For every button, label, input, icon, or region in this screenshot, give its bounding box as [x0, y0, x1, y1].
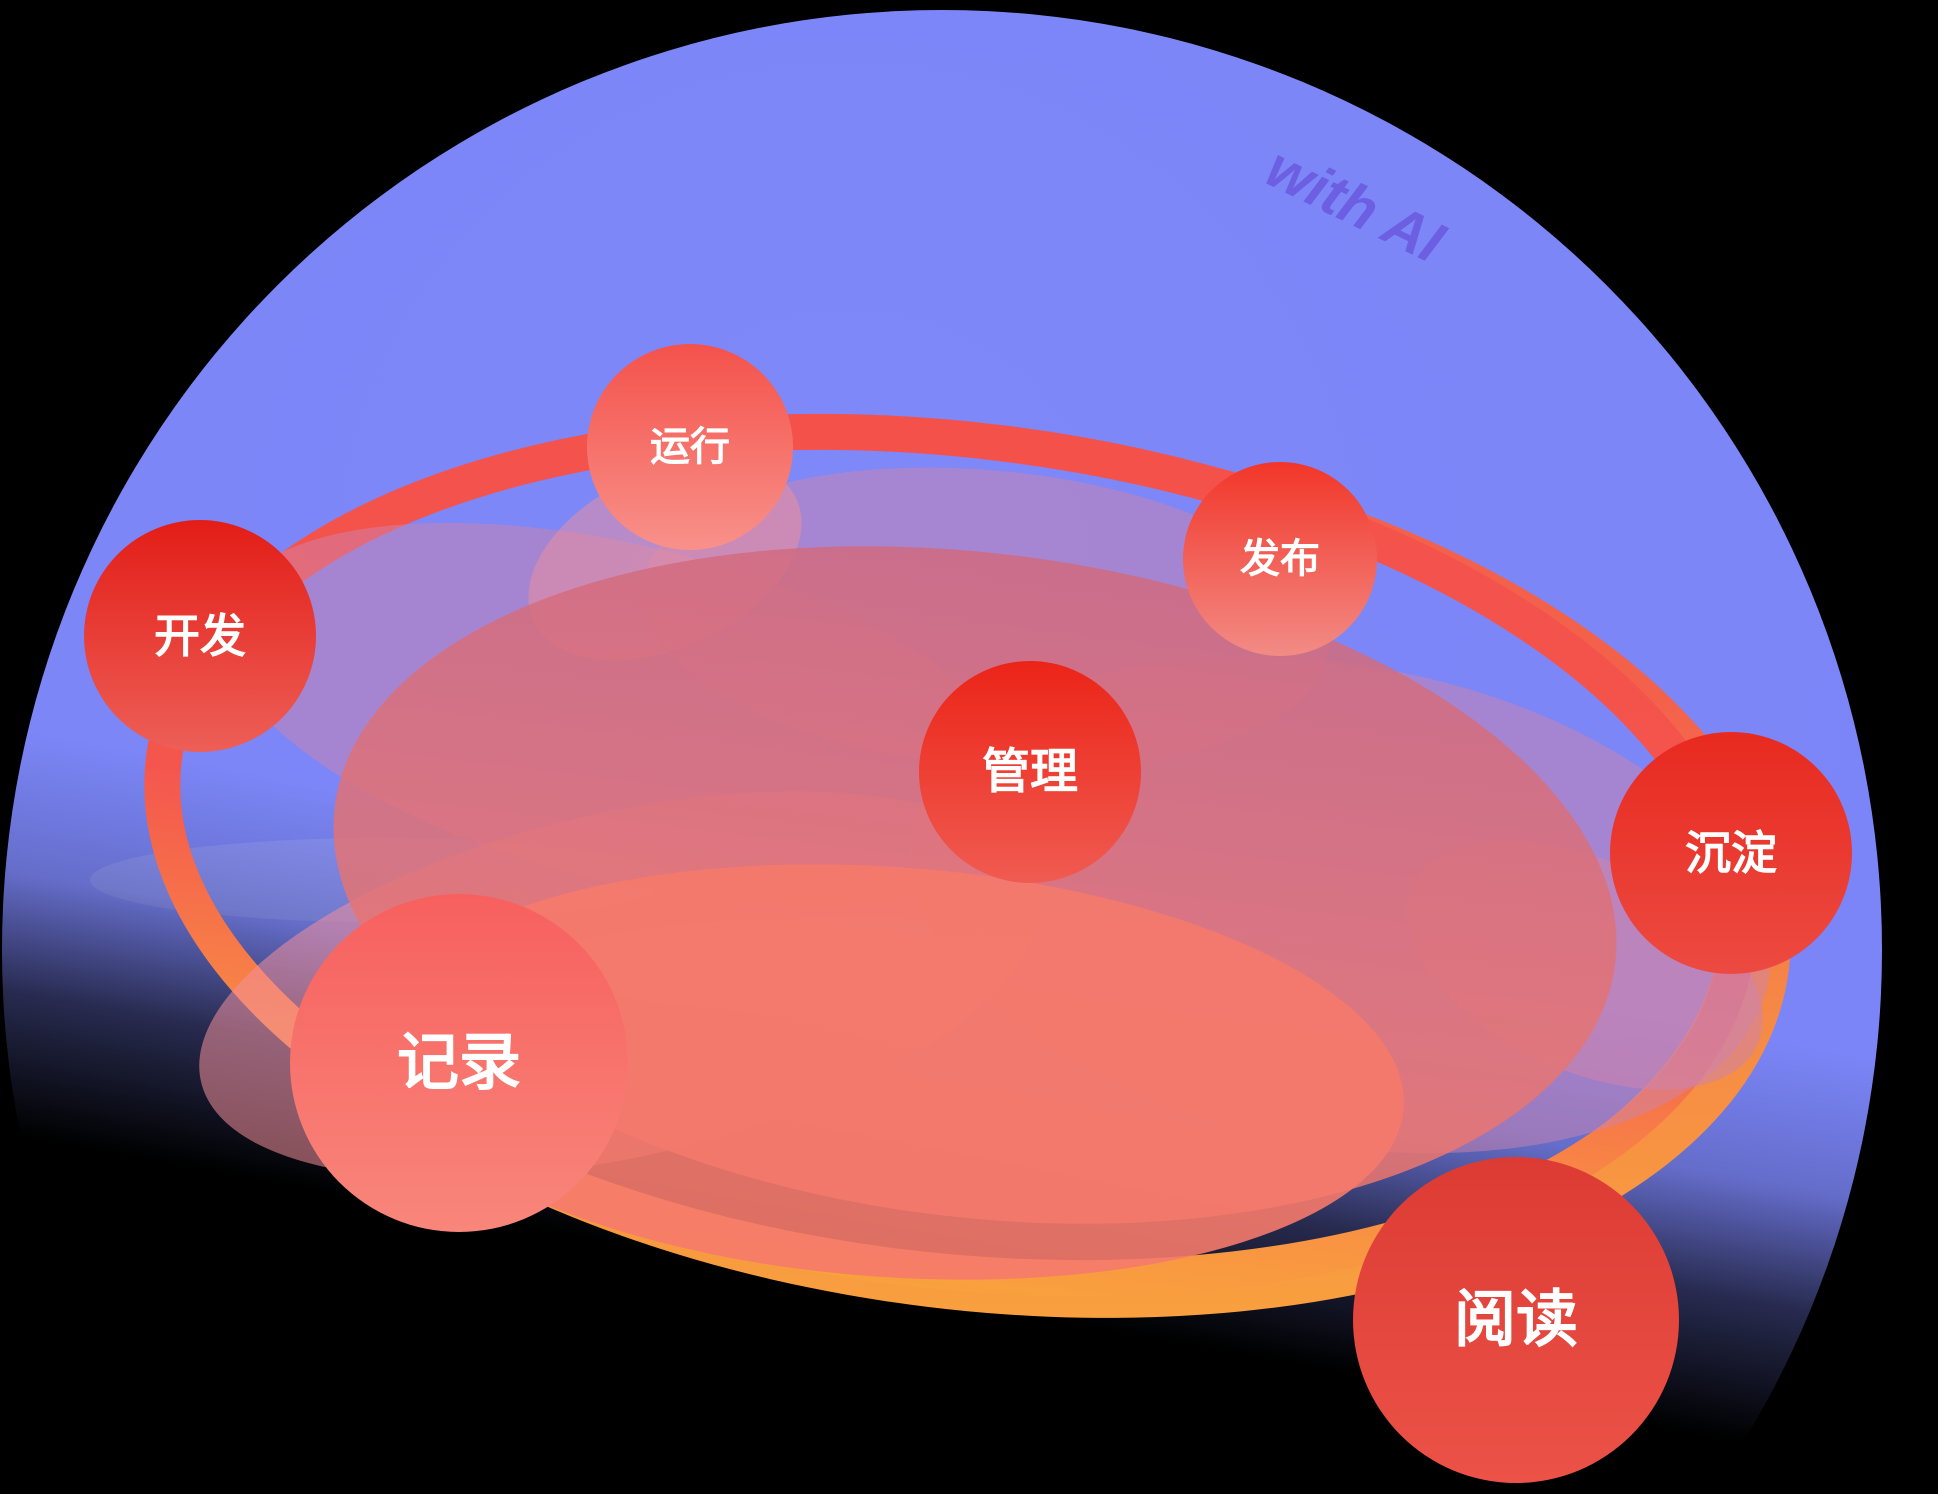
node-read: 阅读 — [1353, 1157, 1679, 1483]
node-manage: 管理 — [919, 661, 1141, 883]
node-publish-label: 发布 — [1240, 537, 1320, 581]
node-publish-circle — [1183, 462, 1377, 656]
node-publish: 发布 — [1183, 462, 1377, 656]
node-read-label: 阅读 — [1454, 1286, 1578, 1355]
blob-bottom — [376, 864, 1404, 1280]
node-develop: 开发 — [84, 520, 316, 752]
central-blob — [199, 459, 1771, 1280]
node-record-label: 记录 — [397, 1029, 521, 1098]
node-run-circle — [587, 344, 793, 550]
node-run: 运行 — [587, 344, 793, 550]
node-develop-circle — [84, 520, 316, 752]
node-manage-circle — [919, 661, 1141, 883]
node-manage-label: 管理 — [982, 746, 1078, 799]
node-settle-circle — [1610, 732, 1852, 974]
node-settle-label: 沉淀 — [1685, 827, 1777, 879]
node-record: 记录 — [290, 894, 628, 1232]
node-run-label: 运行 — [650, 425, 730, 469]
node-record-circle — [290, 894, 628, 1232]
node-develop-label: 开发 — [154, 610, 246, 662]
node-settle: 沉淀 — [1610, 732, 1852, 974]
node-read-circle — [1353, 1157, 1679, 1483]
